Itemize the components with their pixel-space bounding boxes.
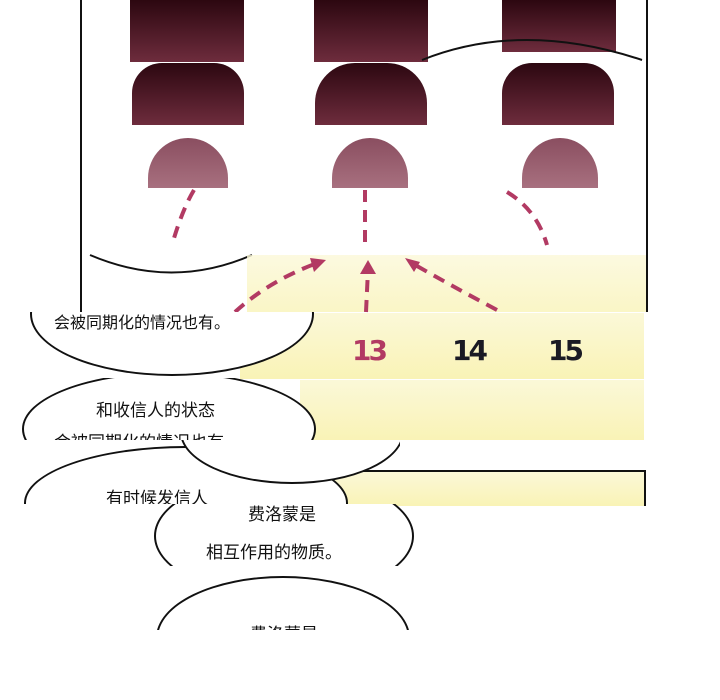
- bubble-2-text-line1: 和收信人的状态: [96, 401, 215, 421]
- speech-bubble-3: 有时候发信人: [20, 440, 400, 504]
- arrow-center: [364, 269, 370, 313]
- arrow-right: [409, 260, 498, 312]
- arrowhead-right: [405, 258, 420, 272]
- arrowhead-center: [360, 260, 376, 274]
- silhouette-torso-1: [130, 0, 244, 62]
- bubble-5-text: 费洛蒙是: [250, 620, 318, 630]
- silhouette-shoulders-1: [132, 63, 244, 125]
- silhouette-torso-3: [502, 0, 616, 52]
- highlight-strip-3: [310, 470, 646, 506]
- speech-bubble-1: 会被同期化的情况也有。: [20, 312, 320, 378]
- highlight-strip-2: [300, 380, 644, 440]
- bubble-1-text: 会被同期化的情况也有。: [54, 313, 231, 332]
- speech-bubble-4: 费洛蒙是 相互作用的物质。: [150, 504, 420, 566]
- label-15: 15: [548, 334, 584, 367]
- bubble-4-text-line2: 相互作用的物质。: [206, 543, 342, 563]
- bubble-2-text-line2: 会被同期化的情况也有。: [54, 428, 241, 440]
- arrow-left: [233, 260, 321, 314]
- bubble-3-text: 有时候发信人: [106, 489, 208, 504]
- label-14: 14: [452, 334, 488, 367]
- silhouette-torso-2: [314, 0, 428, 62]
- label-13: 13: [352, 334, 388, 367]
- panel-curve-lines: [89, 39, 643, 274]
- bubble-4-text-line1: 费洛蒙是: [248, 505, 316, 525]
- speech-bubble-5: 费洛蒙是: [150, 566, 420, 630]
- silhouette-shoulders-3: [502, 63, 614, 125]
- speech-bubble-2: 和收信人的状态 会被同期化的情况也有。: [18, 378, 318, 440]
- silhouette-shoulders-2: [315, 63, 427, 125]
- comic-panel-top: [80, 0, 648, 312]
- arrowhead-left: [310, 258, 326, 272]
